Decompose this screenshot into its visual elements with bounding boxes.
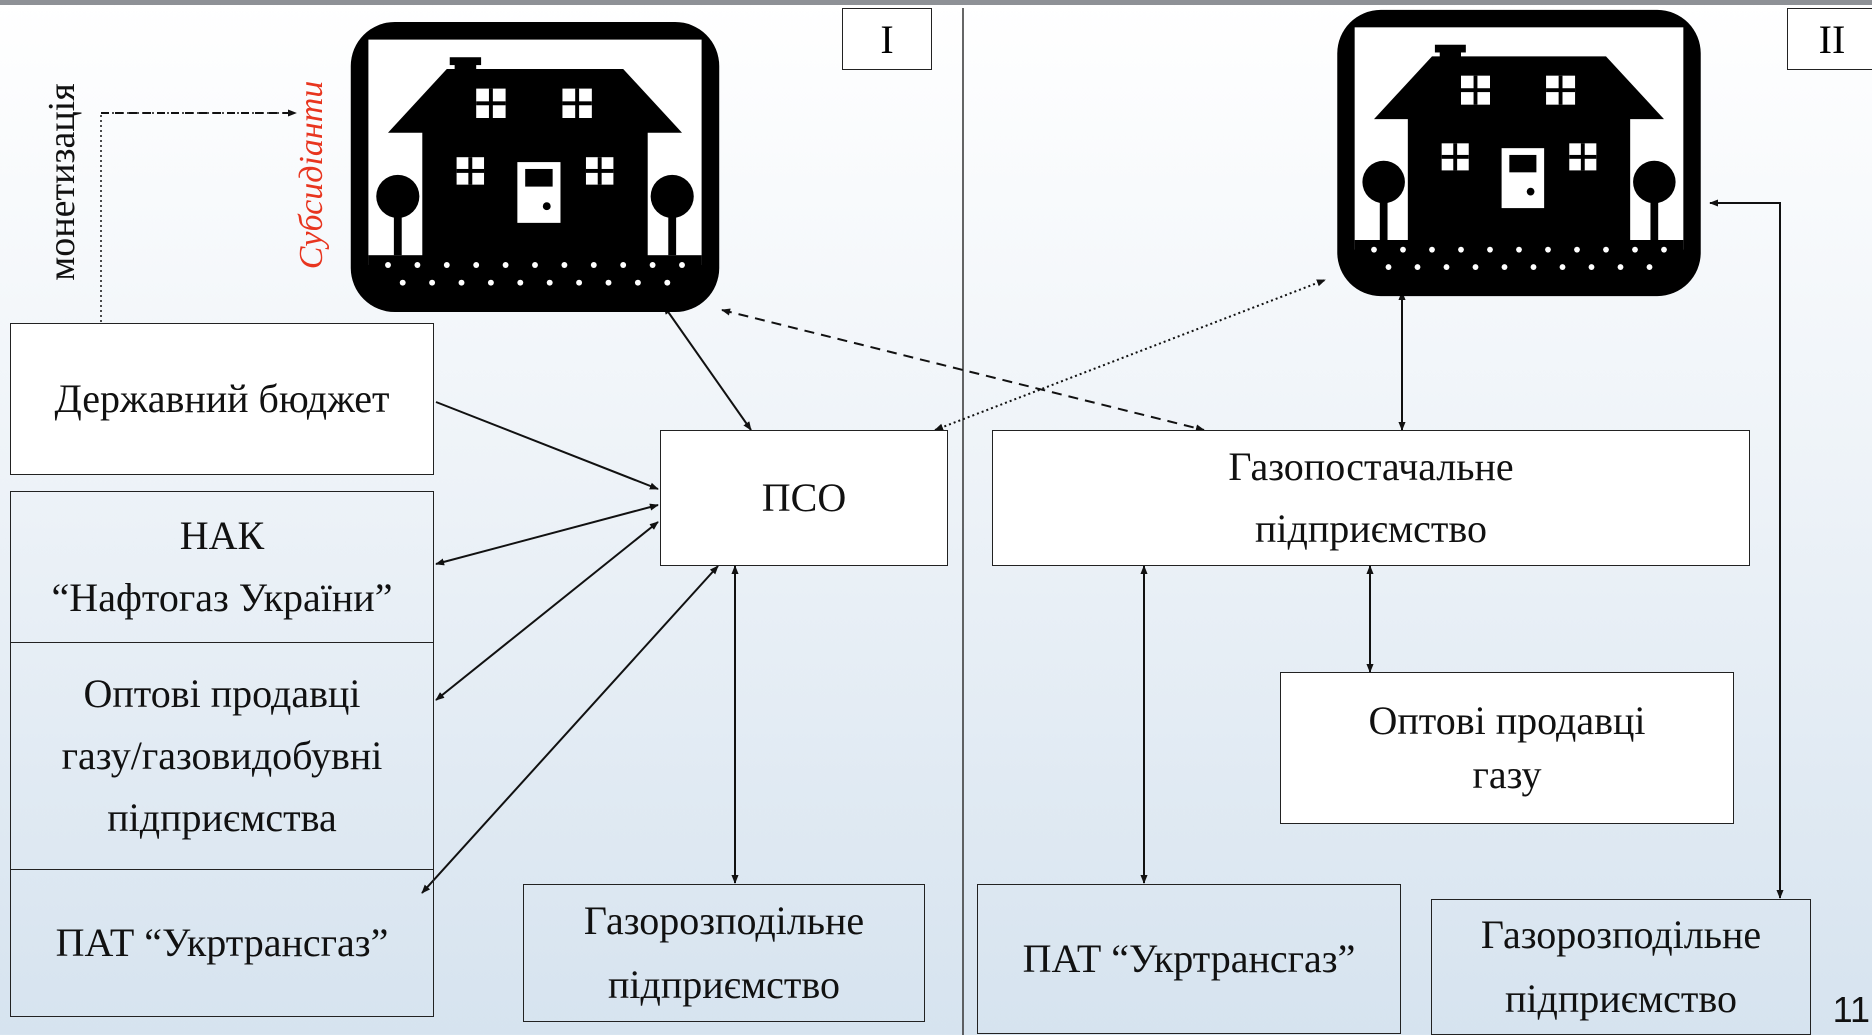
- wholesale-label-line1: Оптові продавці: [83, 671, 361, 716]
- wholesale-sellers-box-right: Оптові продавці газу: [1280, 672, 1734, 824]
- arrow-house2-distribution: [1709, 199, 1784, 899]
- naftogaz-box: НАК “Нафтогаз України”: [10, 491, 434, 643]
- state-budget-label: Державний бюджет: [54, 376, 390, 421]
- naftogaz-label-line1: НАК: [179, 513, 265, 558]
- section-label-1: I: [842, 8, 932, 70]
- distribution-box-right: Газорозподільне підприємство: [1431, 899, 1811, 1035]
- distribution-right-line2: підприємство: [1504, 976, 1737, 1021]
- wholesale-sellers-box: Оптові продавці газу/газовидобувні підпр…: [10, 642, 434, 870]
- wholesale-right-line1: Оптові продавці: [1368, 698, 1646, 743]
- arrow-house-pso: [663, 305, 752, 431]
- gas-supply-box: Газопостачальне підприємство: [992, 430, 1750, 566]
- supply-label-line2: підприємство: [1254, 506, 1487, 551]
- naftogaz-label-line2: “Нафтогаз України”: [51, 575, 393, 620]
- distribution-label-line2: підприємство: [607, 962, 840, 1007]
- monetization-label: монетизація: [41, 83, 83, 281]
- arrow-wholesale-pso: [435, 521, 659, 701]
- arrow-ukrtransgaz-pso: [421, 565, 719, 894]
- ukrtransgaz-box-right: ПАТ “Укртрансгаз”: [977, 884, 1401, 1034]
- distribution-right-line1: Газорозподільне: [1480, 912, 1762, 957]
- wholesale-label-line3: підприємства: [107, 795, 337, 840]
- supply-label-line1: Газопостачальне: [1228, 444, 1514, 489]
- ukrtransgaz-label: ПАТ “Укртрансгаз”: [55, 920, 389, 965]
- arrow-pso-house2-dotted: [934, 279, 1326, 431]
- wholesale-right-line2: газу: [1472, 752, 1542, 797]
- ukrtransgaz-box: ПАТ “Укртрансгаз”: [10, 869, 434, 1017]
- arrow-naftogaz-pso: [435, 503, 659, 566]
- pso-label: ПСО: [761, 475, 847, 520]
- ukrtransgaz-right-label: ПАТ “Укртрансгаз”: [1022, 936, 1356, 981]
- state-budget-box: Державний бюджет: [10, 323, 434, 475]
- top-border: [0, 0, 1872, 5]
- section-label-2: II: [1787, 8, 1872, 70]
- arrow-budget-to-pso: [435, 401, 659, 490]
- house-icon: [1337, 9, 1701, 297]
- page-number: 11: [1832, 989, 1870, 1030]
- subsidy-recipients-label: Субсидіанти: [293, 80, 330, 270]
- house-icon: [350, 21, 720, 313]
- pso-box: ПСО: [660, 430, 948, 566]
- distribution-label-line1: Газорозподільне: [583, 898, 865, 943]
- wholesale-label-line2: газу/газовидобувні: [61, 733, 383, 778]
- distribution-box-left: Газорозподільне підприємство: [523, 884, 925, 1022]
- monetization-dotted-line: [100, 112, 296, 322]
